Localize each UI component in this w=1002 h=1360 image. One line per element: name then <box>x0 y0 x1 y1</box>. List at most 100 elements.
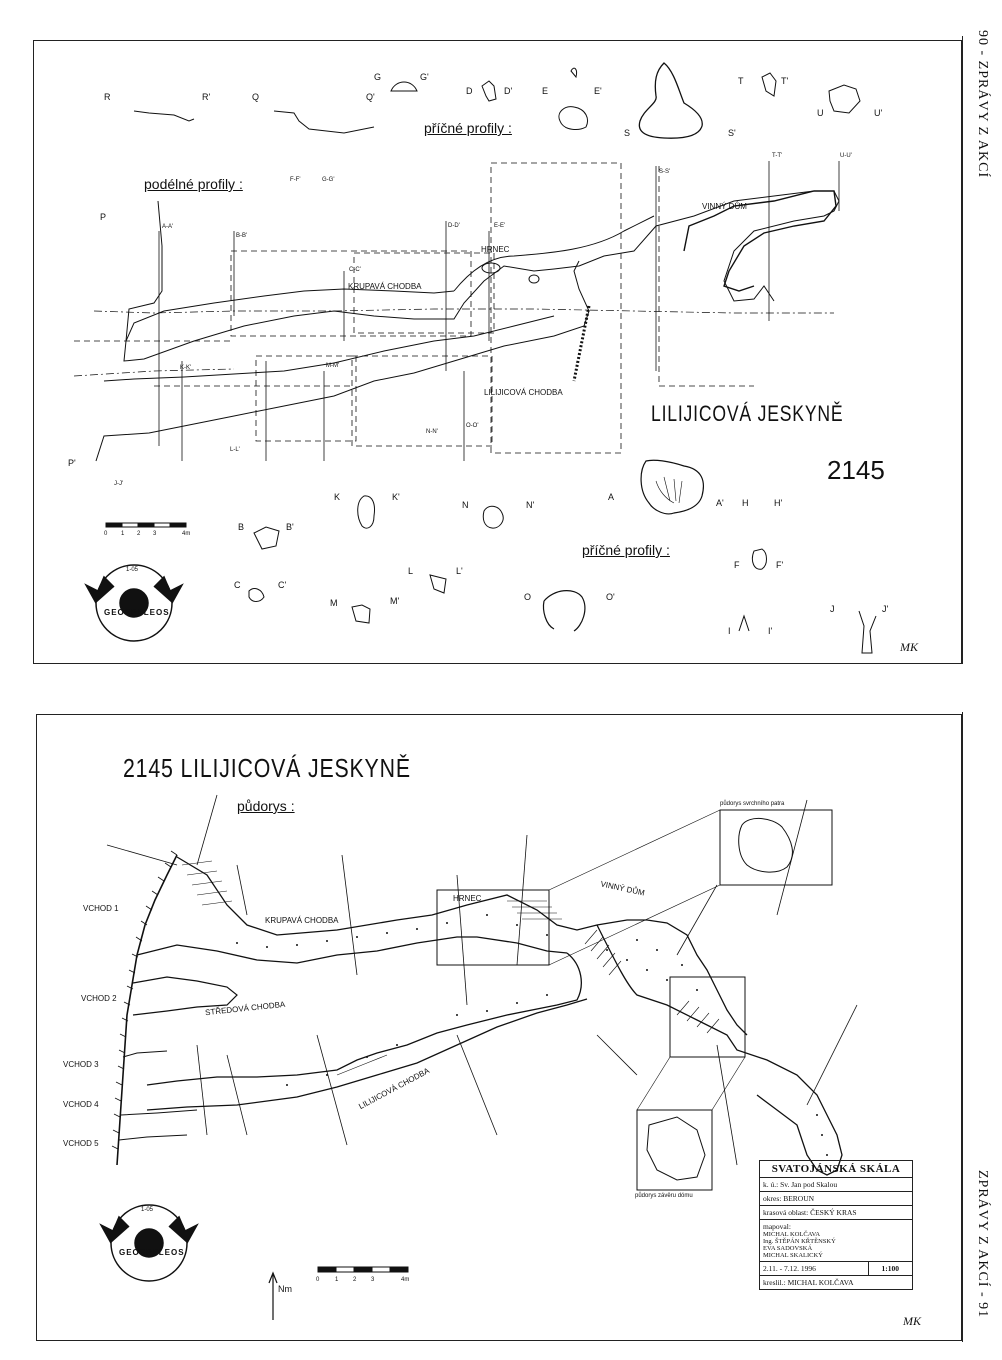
letter-C: C <box>234 580 241 590</box>
letter-P: P <box>100 212 107 222</box>
letter-Q: Q <box>252 92 260 102</box>
legend-mapper-1: MICHAL KOLČAVA <box>763 1231 821 1238</box>
detail-box-1 <box>230 250 472 337</box>
north-arrow <box>268 1271 278 1320</box>
logo-code-top: 1-05 <box>126 567 139 573</box>
beaded-wall <box>572 305 591 382</box>
wall-hatching <box>181 860 720 1076</box>
detail-box-5 <box>351 355 493 447</box>
margin-rule-bottom <box>962 712 963 1342</box>
profile-K <box>357 495 375 529</box>
letter-L-prime: L' <box>456 566 463 576</box>
letter-B: B <box>238 522 245 532</box>
letter-T-prime: T' <box>781 76 789 86</box>
entrance-2: VCHOD 2 <box>81 994 117 1003</box>
letter-H-prime: H' <box>774 498 783 508</box>
legend-dates: 2.11. - 7.12. 1996 <box>759 1261 869 1276</box>
hrnec-roof-line <box>453 215 655 292</box>
letter-N-prime: N' <box>526 500 535 510</box>
letter-O: O <box>524 592 532 602</box>
profile-E-top <box>570 67 577 79</box>
logo-text-bottom: GEOSPELEOS <box>119 1248 185 1257</box>
profile-N <box>482 505 504 529</box>
end-dome-shape <box>646 1116 706 1181</box>
profile-Q <box>273 110 375 134</box>
margin-rule-top <box>962 36 963 664</box>
hrnec-void <box>481 262 501 274</box>
entrance-5: VCHOD 5 <box>63 1139 99 1148</box>
letter-F-prime: F' <box>776 560 784 570</box>
profiles-map-panel: příčné profily : podélné profily : příčn… <box>33 40 962 664</box>
letter-U: U <box>817 108 824 118</box>
letter-Q-prime: Q' <box>366 92 375 102</box>
profile-O <box>542 590 586 632</box>
vinny-dom-east-wall <box>596 924 843 1176</box>
end-dome-note: půdorys závěru dómu <box>635 1193 693 1199</box>
section-S: S-S' <box>659 169 671 175</box>
section-T: T-T' <box>772 153 783 159</box>
profiles-drawing <box>73 62 877 654</box>
section-M: M-M' <box>326 363 340 369</box>
running-head-top: 90 - ZPRÁVY Z AKCÍ <box>975 30 990 179</box>
cross-profiles-heading-2: příčné profily : <box>582 542 670 558</box>
profile-B <box>253 526 280 550</box>
scale-bar-bottom <box>317 1266 409 1273</box>
upper-floor-shape <box>738 818 793 873</box>
section-E: E-E' <box>494 223 506 229</box>
letter-E-prime: E' <box>594 86 602 96</box>
plan-drawing <box>99 794 858 1320</box>
scale-b-tick-4: 4m <box>401 1277 410 1283</box>
entrance-1: VCHOD 1 <box>83 904 119 913</box>
letter-J-prime: J' <box>882 604 889 614</box>
letter-N: N <box>462 500 469 510</box>
detail-box-4 <box>490 162 622 454</box>
plan-title: 2145 LILIJICOVÁ JESKYNĚ <box>123 753 411 783</box>
legend-mapper-2: Ing. ŠTĚPÁN KŘTĚNSKÝ <box>763 1238 836 1245</box>
area-hrnec: HRNEC <box>481 245 510 254</box>
plan-area-hrnec: HRNEC <box>453 894 482 903</box>
section-L: L-L' <box>230 447 240 453</box>
letter-R: R <box>104 92 111 102</box>
cliff-line <box>116 854 178 1166</box>
letter-H: H <box>742 498 749 508</box>
letter-A-prime: A' <box>716 498 724 508</box>
north-label: Nm <box>278 1284 292 1294</box>
entrance-4: VCHOD 4 <box>63 1100 99 1109</box>
lilijicova-floor-line <box>95 260 590 462</box>
letter-M-prime: M' <box>390 596 400 606</box>
section-C: C-C' <box>349 267 361 273</box>
section-D: D-D' <box>448 223 460 229</box>
letter-O-prime: O' <box>606 592 615 602</box>
cave-number: 2145 <box>827 455 885 485</box>
plan-area-krupava: KRUPAVÁ CHODBA <box>265 916 339 925</box>
floor-stipple <box>236 914 828 1156</box>
krupava-north-wall <box>176 856 748 1036</box>
scale-b-tick-2: 2 <box>353 1277 357 1283</box>
cliff-hatch <box>111 850 178 1150</box>
letter-U-prime: U' <box>874 108 883 118</box>
letter-P-prime: P' <box>68 458 76 468</box>
logo-code-bottom: 1-05 <box>141 1207 154 1213</box>
detail-box-2 <box>255 355 357 442</box>
hrnec-void-2 <box>528 274 540 284</box>
section-K: K-K' <box>180 365 192 371</box>
plan-map-panel: 2145 LILIJICOVÁ JESKYNĚ půdorys : půdory… <box>36 714 962 1341</box>
legend-mapoval-label: mapoval: <box>763 1222 791 1231</box>
legend-mapper-4: MICHAL SKALICKÝ <box>763 1252 823 1259</box>
krupava-profile-line <box>123 190 840 362</box>
upper-floor-note: půdorys svrchního patra <box>720 801 785 807</box>
letter-S: S <box>624 128 631 138</box>
scale-b-tick-1: 1 <box>335 1277 339 1283</box>
letter-K: K <box>334 492 341 502</box>
cave-title: LILIJICOVÁ JESKYNĚ <box>651 401 844 426</box>
legend-table: SVATOJÁNSKÁ SKÁLA k. ú.: Sv. Jan pod Ska… <box>759 1160 914 1290</box>
letter-I: I <box>728 626 731 636</box>
profile-D <box>481 80 497 102</box>
legend-mappers-cell: mapoval: MICHAL KOLČAVA Ing. ŠTĚPÁN KŘTĚ… <box>759 1219 913 1262</box>
profile-J <box>858 610 877 654</box>
letter-J: J <box>830 604 835 614</box>
scale-b-tick-0: 0 <box>316 1277 320 1283</box>
stredova-chodba <box>132 976 238 1016</box>
letter-T: T <box>738 76 744 86</box>
cross-profiles-heading: příčné profily : <box>424 120 512 136</box>
